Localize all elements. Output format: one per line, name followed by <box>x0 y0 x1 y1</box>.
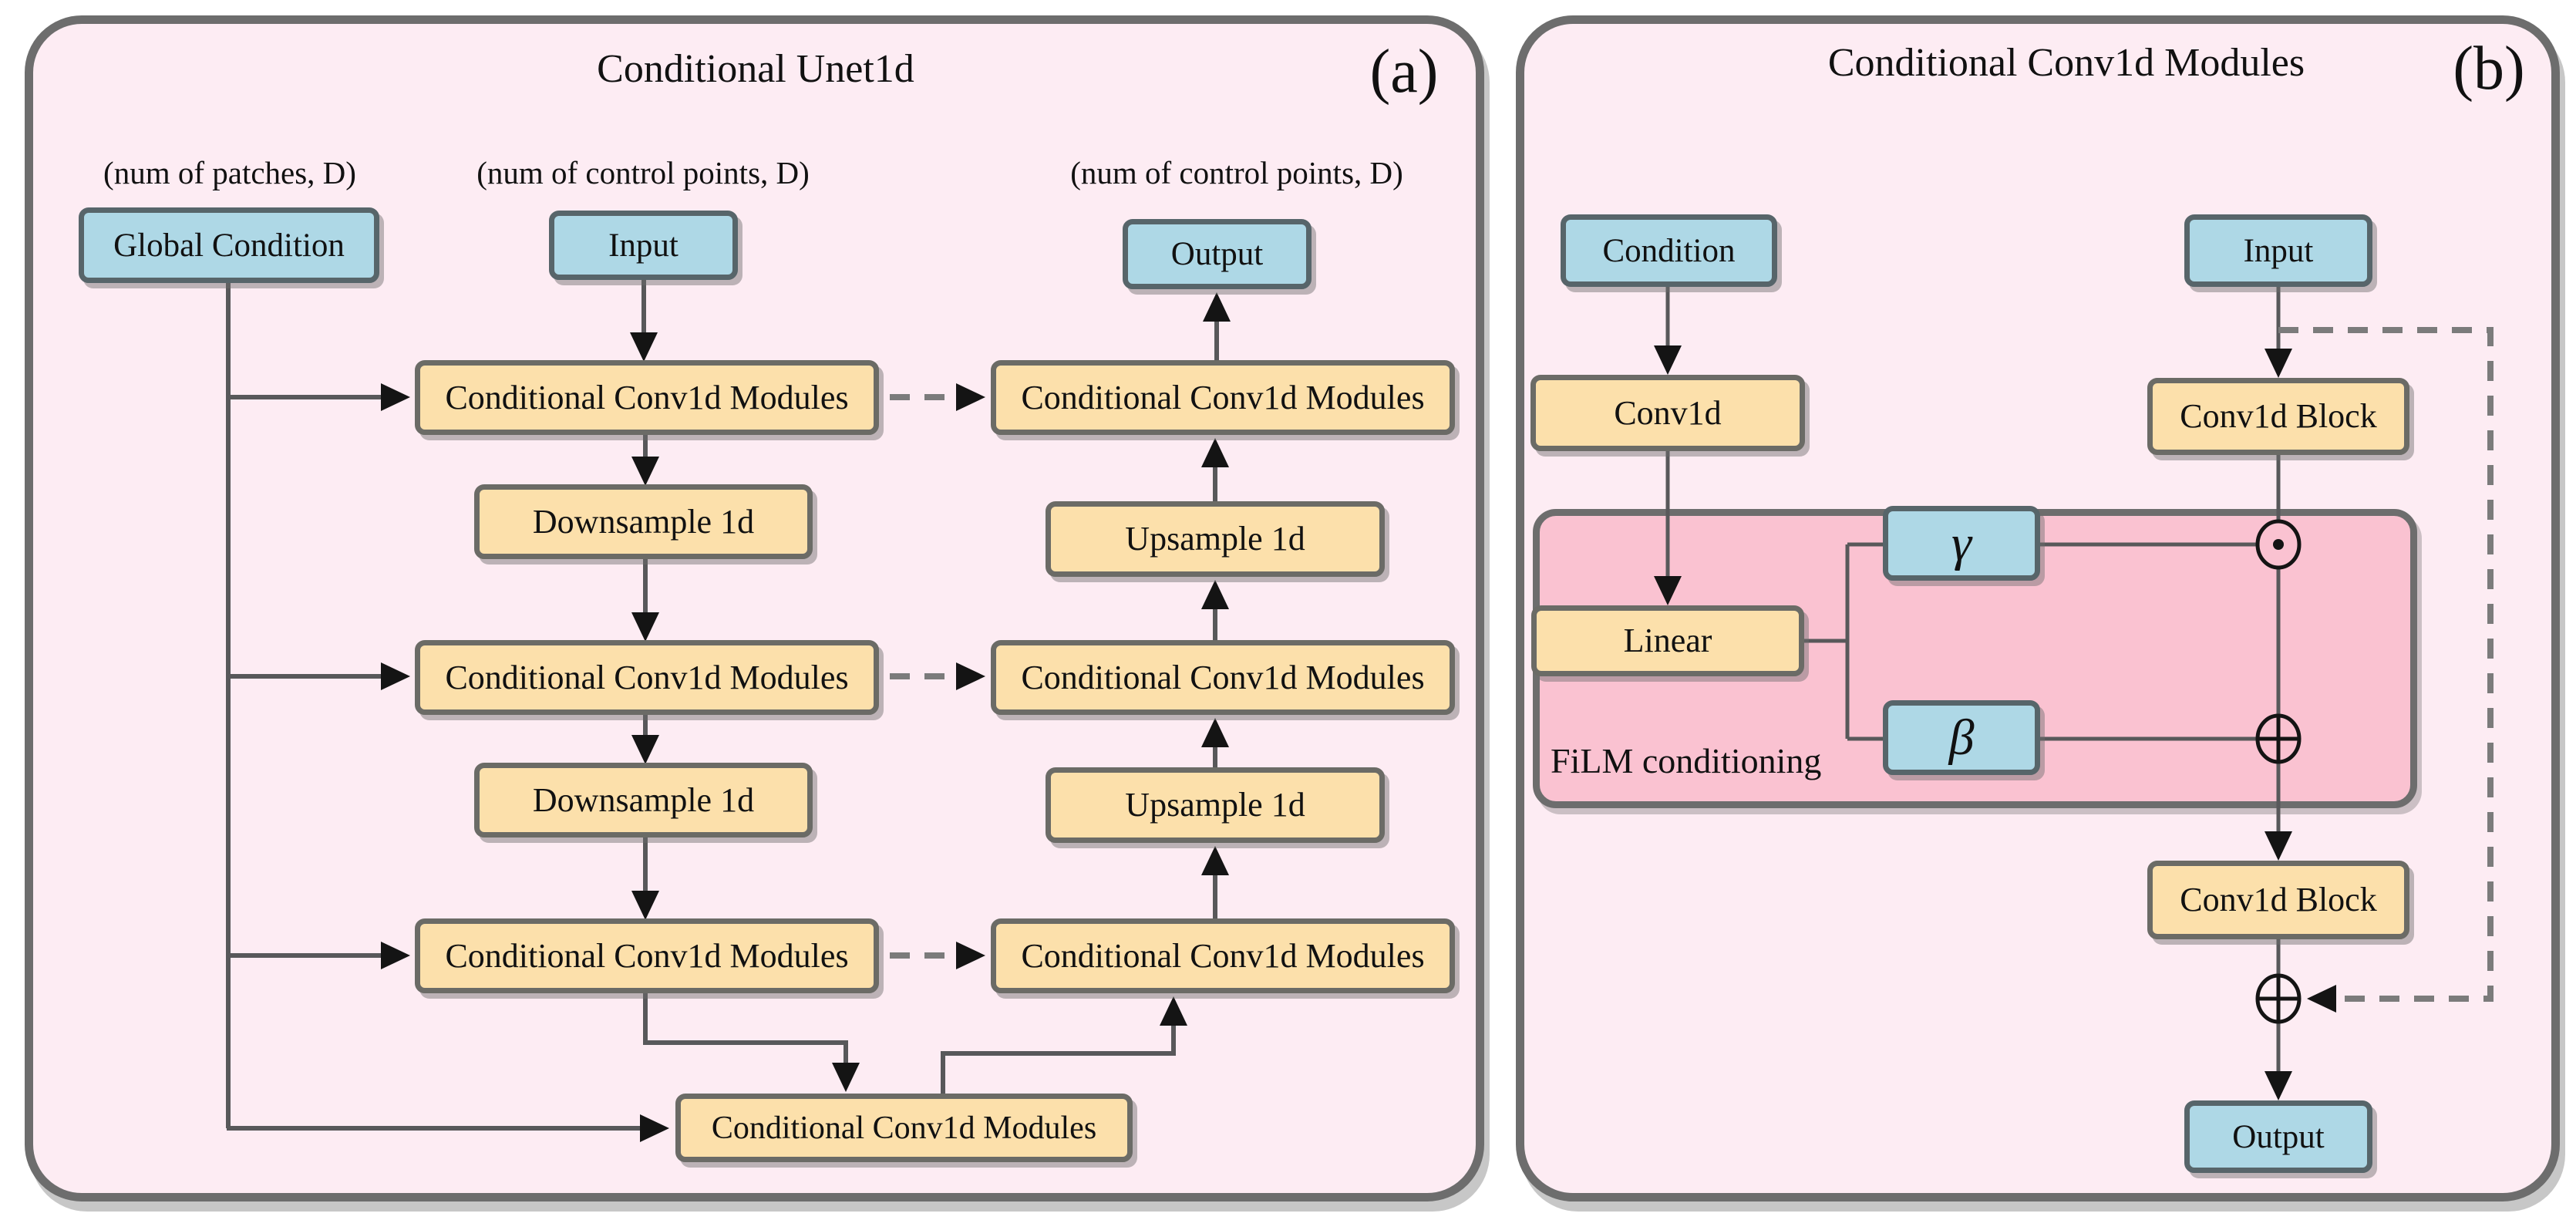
dim-label-control-points-output: (num of control points, D) <box>1070 155 1403 190</box>
panel-a-tag: (a) <box>1369 38 1439 106</box>
node-ccm-decoder-3: Conditional Conv1d Modules <box>991 918 1455 993</box>
dim-label-control-points-input: (num of control points, D) <box>476 155 810 190</box>
node-ccm-encoder-2: Conditional Conv1d Modules <box>415 640 879 715</box>
node-conv1d-block-1: Conv1d Block <box>2147 378 2409 455</box>
node-ccm-decoder-2: Conditional Conv1d Modules <box>991 640 1455 715</box>
film-conditioning-label: FiLM conditioning <box>1551 741 1822 780</box>
node-ccm-decoder-1: Conditional Conv1d Modules <box>991 360 1455 435</box>
node-ccm-encoder-3: Conditional Conv1d Modules <box>415 918 879 993</box>
node-downsample-1: Downsample 1d <box>474 484 813 559</box>
panel-a-title: Conditional Unet1d <box>597 47 914 91</box>
node-conv1d: Conv1d <box>1530 375 1805 451</box>
node-gamma: γ <box>1883 506 2040 581</box>
node-output-b: Output <box>2184 1100 2372 1173</box>
node-linear: Linear <box>1531 605 1804 676</box>
node-condition: Condition <box>1561 214 1777 287</box>
node-conv1d-block-2: Conv1d Block <box>2147 861 2409 939</box>
node-global-condition: Global Condition <box>79 207 379 283</box>
dim-label-patches: (num of patches, D) <box>103 155 356 190</box>
node-input-b: Input <box>2184 214 2372 287</box>
node-ccm-encoder-1: Conditional Conv1d Modules <box>415 360 879 435</box>
node-upsample-2: Upsample 1d <box>1046 767 1385 843</box>
panel-a-conditional-unet1d <box>25 15 1484 1201</box>
node-downsample-2: Downsample 1d <box>474 763 813 837</box>
node-output-a: Output <box>1123 219 1312 289</box>
panel-b-title: Conditional Conv1d Modules <box>1827 41 2305 85</box>
panel-b-tag: (b) <box>2453 35 2525 103</box>
node-input-a: Input <box>549 211 738 280</box>
node-beta: β <box>1883 700 2040 775</box>
node-ccm-bottleneck: Conditional Conv1d Modules <box>675 1094 1133 1162</box>
node-upsample-1: Upsample 1d <box>1046 501 1385 577</box>
